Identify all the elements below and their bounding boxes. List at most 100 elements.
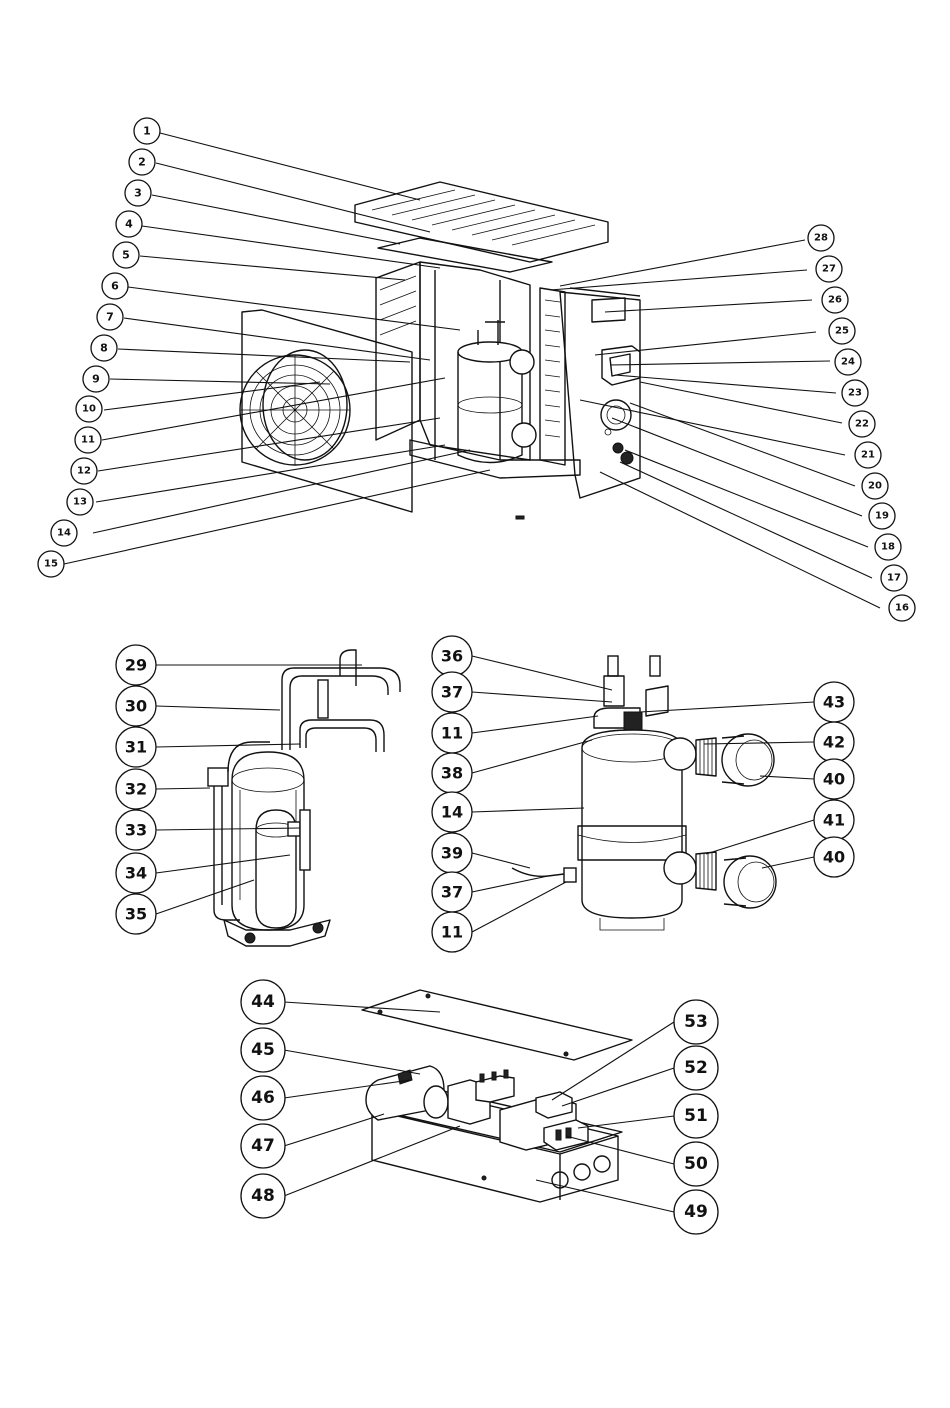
callout-29: 29 [116, 645, 156, 685]
svg-text:34: 34 [125, 864, 147, 883]
compressor-drawing [208, 650, 400, 946]
callout-17: 17 [881, 565, 907, 591]
callout-7: 7 [97, 304, 123, 330]
callout-48: 48 [241, 1174, 285, 1218]
svg-text:48: 48 [251, 1186, 275, 1206]
callout-45: 45 [241, 1028, 285, 1072]
callout-21: 21 [855, 442, 881, 468]
svg-text:51: 51 [684, 1106, 708, 1126]
svg-text:14: 14 [57, 528, 71, 539]
svg-text:36: 36 [441, 647, 463, 666]
svg-text:2: 2 [138, 156, 146, 169]
callout-25: 25 [829, 318, 855, 344]
svg-text:27: 27 [822, 264, 836, 275]
svg-text:21: 21 [861, 450, 875, 461]
callout-40-top: 40 [814, 759, 854, 799]
callout-26: 26 [822, 287, 848, 313]
callout-52: 52 [674, 1046, 718, 1090]
callout-41: 41 [814, 800, 854, 840]
callout-9: 9 [83, 366, 109, 392]
callout-37: 37 [432, 672, 472, 712]
callout-46: 46 [241, 1076, 285, 1120]
svg-text:33: 33 [125, 821, 147, 840]
svg-text:37: 37 [441, 683, 463, 702]
svg-text:41: 41 [823, 811, 845, 830]
callout-14: 14 [51, 520, 77, 546]
callout-31: 31 [116, 727, 156, 767]
heat-exchanger-drawing [512, 656, 776, 930]
svg-text:31: 31 [125, 738, 147, 757]
callout-18: 18 [875, 534, 901, 560]
callout-43: 43 [814, 682, 854, 722]
callout-38: 38 [432, 753, 472, 793]
svg-text:17: 17 [887, 573, 901, 584]
unit-callouts: 1 2 3 4 5 6 7 8 9 10 11 12 13 14 15 16 1… [38, 118, 915, 621]
svg-text:30: 30 [125, 697, 147, 716]
callout-27: 27 [816, 256, 842, 282]
svg-text:7: 7 [106, 311, 114, 324]
callout-42: 42 [814, 722, 854, 762]
svg-text:20: 20 [868, 481, 882, 492]
svg-text:39: 39 [441, 844, 463, 863]
svg-text:3: 3 [134, 187, 142, 200]
callout-37-bottom: 37 [432, 872, 472, 912]
svg-text:11: 11 [81, 435, 95, 446]
svg-text:6: 6 [111, 280, 119, 293]
callout-1: 1 [134, 118, 160, 144]
svg-text:23: 23 [848, 388, 862, 399]
svg-text:46: 46 [251, 1088, 275, 1108]
svg-text:44: 44 [251, 992, 275, 1012]
svg-text:19: 19 [875, 511, 889, 522]
callout-5: 5 [113, 242, 139, 268]
callout-4: 4 [116, 211, 142, 237]
svg-text:14: 14 [441, 803, 463, 822]
svg-text:5: 5 [122, 249, 130, 262]
callout-36: 36 [432, 636, 472, 676]
svg-text:37: 37 [441, 883, 463, 902]
callout-22: 22 [849, 411, 875, 437]
callout-34: 34 [116, 853, 156, 893]
callout-30: 30 [116, 686, 156, 726]
callout-35: 35 [116, 894, 156, 934]
callout-6: 6 [102, 273, 128, 299]
svg-text:1: 1 [143, 125, 151, 138]
svg-text:38: 38 [441, 764, 463, 783]
svg-text:32: 32 [125, 780, 147, 799]
callout-44: 44 [241, 980, 285, 1024]
svg-text:50: 50 [684, 1154, 708, 1174]
callout-11-top: 11 [432, 713, 472, 753]
svg-text:53: 53 [684, 1012, 708, 1032]
svg-text:35: 35 [125, 905, 147, 924]
svg-text:22: 22 [855, 419, 869, 430]
svg-text:45: 45 [251, 1040, 275, 1060]
svg-text:11: 11 [441, 923, 463, 942]
callout-20: 20 [862, 473, 888, 499]
callout-15: 15 [38, 551, 64, 577]
callout-14-exchanger: 14 [432, 792, 472, 832]
svg-text:43: 43 [823, 693, 845, 712]
callout-24: 24 [835, 349, 861, 375]
callout-40-bottom: 40 [814, 837, 854, 877]
svg-text:42: 42 [823, 733, 845, 752]
callout-2: 2 [129, 149, 155, 175]
svg-text:13: 13 [73, 497, 87, 508]
callout-12: 12 [71, 458, 97, 484]
callout-49: 49 [674, 1190, 718, 1234]
callout-50: 50 [674, 1142, 718, 1186]
svg-text:40: 40 [823, 770, 845, 789]
callout-47: 47 [241, 1124, 285, 1168]
callout-39: 39 [432, 833, 472, 873]
callout-11: 11 [75, 427, 101, 453]
callout-3: 3 [125, 180, 151, 206]
svg-text:28: 28 [814, 233, 828, 244]
svg-text:52: 52 [684, 1058, 708, 1078]
svg-text:49: 49 [684, 1202, 708, 1222]
svg-text:11: 11 [441, 724, 463, 743]
svg-text:16: 16 [895, 603, 909, 614]
svg-text:12: 12 [77, 466, 91, 477]
svg-text:47: 47 [251, 1136, 275, 1156]
svg-text:8: 8 [100, 342, 108, 355]
svg-text:26: 26 [828, 295, 842, 306]
callout-16: 16 [889, 595, 915, 621]
